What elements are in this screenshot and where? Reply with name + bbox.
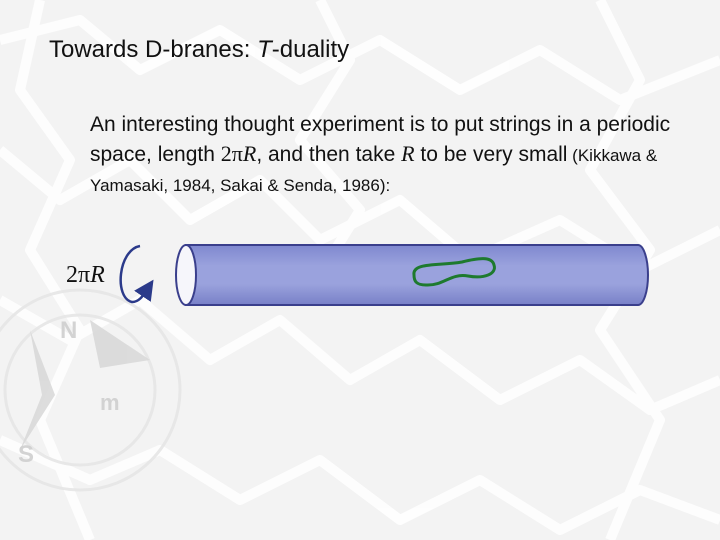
- label-r: R: [90, 262, 105, 288]
- svg-text:m: m: [100, 390, 120, 415]
- math-2pi: 2π: [220, 141, 243, 166]
- citation: (Kikkawa & Yamasaki, 1984, Sakai & Senda…: [90, 146, 658, 195]
- title-t-italic: T: [257, 36, 272, 63]
- cylinder-open-end: [175, 244, 197, 306]
- body-part3: to be very small: [414, 143, 568, 166]
- rotation-arrow-icon: [119, 244, 154, 304]
- body-part2: , and then take: [256, 143, 402, 166]
- title-suffix: -duality: [271, 36, 350, 63]
- body-part1: An interesting thought experiment is to …: [90, 113, 671, 166]
- svg-text:N: N: [60, 317, 77, 344]
- math-r-2: R: [401, 141, 415, 166]
- slide-title: Towards D-branes: T-duality: [49, 36, 349, 64]
- circumference-label: 2πR: [66, 262, 105, 289]
- closed-string-loop: [412, 257, 496, 287]
- label-2pi: 2π: [66, 262, 91, 288]
- title-prefix: Towards D-branes:: [49, 36, 258, 63]
- svg-text:S: S: [18, 441, 34, 468]
- slide-body-text: An interesting thought experiment is to …: [90, 110, 690, 200]
- cylinder-body: [185, 244, 649, 306]
- math-r: R: [242, 141, 257, 166]
